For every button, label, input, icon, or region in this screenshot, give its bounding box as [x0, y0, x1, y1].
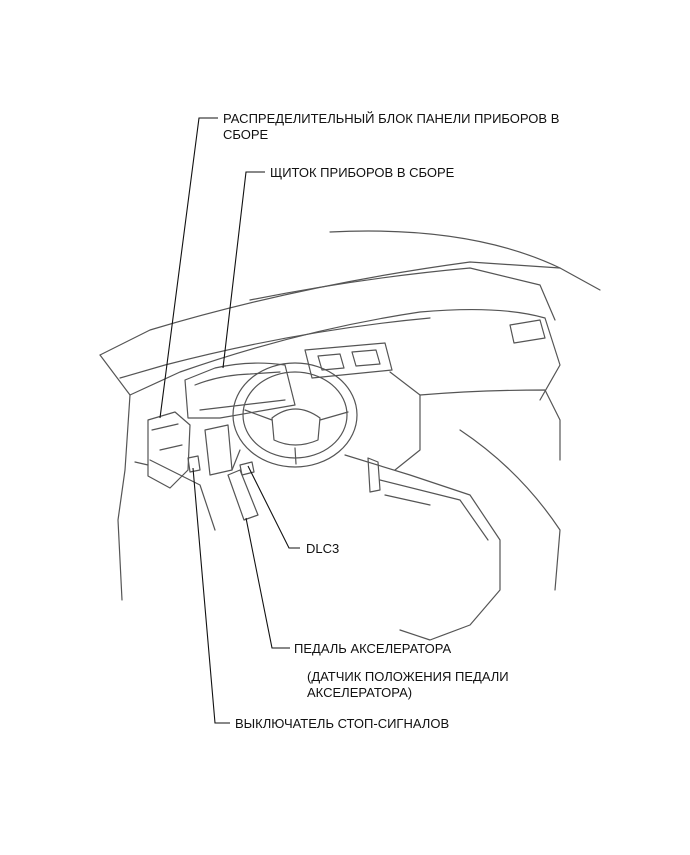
junction-block: [147, 411, 191, 489]
right-door-line: [459, 429, 561, 591]
roof-line: [329, 230, 601, 291]
accelerator-pedal: [227, 469, 259, 521]
label-dlc3: DLC3: [306, 541, 340, 556]
dashboard-top: [99, 308, 561, 401]
shifter: [367, 457, 381, 493]
center-console-stack: [389, 371, 421, 471]
steering-hub: [271, 408, 321, 446]
label-stop-light-switch: ВЫКЛЮЧАТЕЛЬ СТОП-СИГНАЛОВ: [235, 716, 450, 731]
glovebox-area: [419, 389, 561, 461]
label-accelerator-pedal: ПЕДАЛЬ АКСЕЛЕРАТОРА: [294, 641, 452, 656]
brake-bracket: [204, 424, 233, 476]
leader-dlc3: [247, 465, 300, 549]
windshield-frame: [99, 261, 561, 356]
windshield-inner: [249, 267, 556, 321]
steering-wheel: [232, 362, 358, 468]
dashboard-front-edge: [119, 317, 431, 379]
left-pillar: [117, 394, 131, 601]
center-vents: [304, 342, 393, 379]
leader-combo: [222, 171, 265, 369]
leader-stop: [192, 467, 230, 724]
combination-meter: [184, 362, 296, 419]
right-vent: [509, 319, 546, 344]
label-combination-meter: ЩИТОК ПРИБОРОВ В СБОРЕ: [270, 165, 455, 180]
leader-junction: [159, 117, 218, 419]
center-console: [344, 454, 501, 641]
stop-light-switch: [187, 455, 201, 473]
left-kick-panel: [149, 459, 216, 531]
dlc3-connector: [239, 461, 255, 476]
label-pedal-sensor: (ДАТЧИК ПОЛОЖЕНИЯ ПЕДАЛИ АКСЕЛЕРАТОРА): [307, 669, 509, 700]
label-junction-block: РАСПРЕДЕЛИТЕЛЬНЫЙ БЛОК ПАНЕЛИ ПРИБОРОВ В…: [223, 111, 560, 142]
leader-pedal: [245, 517, 290, 649]
